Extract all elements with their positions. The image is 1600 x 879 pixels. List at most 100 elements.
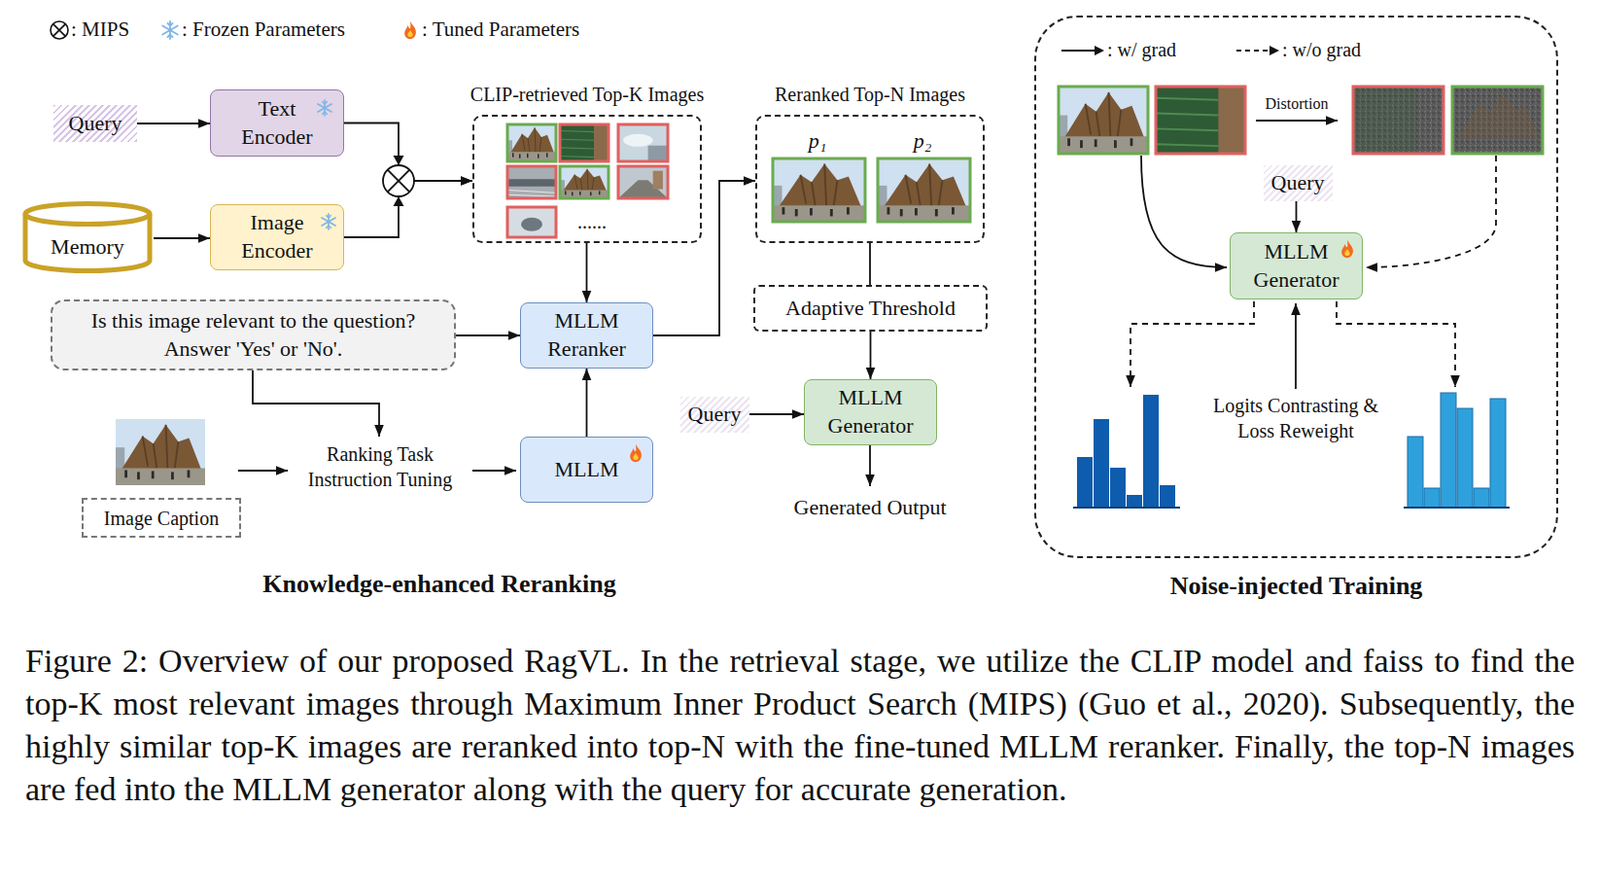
node-label: Image Encoder [228, 208, 326, 265]
thumbnail-border [559, 124, 609, 162]
thumbnail [1353, 86, 1444, 154]
logits-bars-left [1073, 394, 1181, 508]
legend-entry: : Tuned Parameters [399, 17, 580, 42]
model-box: MLLM Generator [1229, 232, 1363, 300]
bar [1490, 398, 1506, 508]
section-title: Knowledge-enhanced Reranking [176, 567, 702, 601]
input-box: Query [1263, 165, 1333, 202]
bar [1143, 394, 1159, 508]
arrowhead [393, 196, 405, 207]
node-label: MLLM Generator [817, 383, 925, 440]
legend-sample [159, 19, 181, 41]
input-box: Query [53, 104, 138, 142]
group-heading: CLIP-retrieved Top-K Images [433, 81, 741, 107]
bar [1473, 487, 1490, 508]
node-label: MLLM Generator [1243, 238, 1351, 294]
mips-circle [382, 165, 415, 197]
connector [586, 243, 589, 303]
legend-entry: : w/ grad [1059, 38, 1177, 62]
thumbnail [877, 158, 971, 222]
note-box: Image Caption [81, 497, 242, 538]
legend-text: : w/o grad [1282, 38, 1361, 62]
arrowhead [1094, 45, 1105, 56]
thumbnail [618, 166, 668, 199]
node-label: MLLM [555, 455, 620, 485]
bar [1110, 467, 1126, 508]
thumbnail-border [1452, 86, 1543, 154]
topk-thumbnails [507, 124, 668, 238]
sample-line [1061, 49, 1097, 52]
legend-entry: : Frozen Parameters [159, 17, 346, 42]
flame [404, 20, 417, 38]
thumbnail [1452, 86, 1543, 154]
grad-arrow [1141, 155, 1227, 268]
bar [1407, 436, 1424, 508]
image-group: CLIP-retrieved Top-K Images...... [472, 114, 702, 244]
thumbnail-border [1353, 86, 1444, 154]
thumbnail [507, 124, 557, 162]
bar [1457, 408, 1473, 508]
node-label: Query [69, 109, 123, 139]
node-label: Text Encoder [228, 95, 326, 151]
sample-line [1236, 49, 1272, 52]
connector [137, 122, 210, 125]
legend-sample [1234, 43, 1282, 58]
thumbnail-border [559, 166, 609, 199]
thumbnail-border [618, 124, 668, 162]
model-box: MLLM Reranker [520, 302, 654, 369]
axis [1073, 506, 1181, 509]
node-label: Noise-injected Training [1036, 569, 1557, 603]
thumbnail-border [877, 158, 971, 222]
legend-text: : Tuned Parameters [421, 17, 580, 42]
bar [1093, 418, 1110, 508]
no-grad-arrow [1336, 301, 1456, 387]
annotation: Distortion [1248, 94, 1346, 115]
thumbnail [507, 207, 557, 238]
axis [1403, 506, 1510, 509]
thumbnail [559, 166, 609, 199]
bar [1159, 485, 1176, 508]
snowflake [317, 100, 332, 116]
snowflake [321, 213, 336, 230]
node-label: Query [688, 400, 742, 429]
memory-cylinder: Memory [21, 200, 154, 277]
mips-cross [53, 23, 67, 36]
figure-caption: Figure 2: Overview of our proposed RagVL… [25, 639, 1575, 811]
node-label: Image Caption [104, 505, 219, 531]
cylinder-top [25, 204, 150, 225]
arrowhead [393, 155, 405, 166]
process-box: Adaptive Threshold [753, 284, 988, 332]
node-label: Query [1271, 169, 1325, 198]
group-heading: Reranked Top-N Images [716, 81, 1024, 107]
arrow [1294, 303, 1297, 389]
arrow [1255, 119, 1338, 122]
legend-sample [1059, 43, 1107, 58]
node-label: ...... [567, 208, 617, 235]
thumbnail [1155, 86, 1246, 154]
connector [455, 334, 521, 337]
node-label: Adaptive Threshold [785, 294, 956, 323]
connector [586, 368, 589, 437]
flame [629, 444, 642, 462]
mips-circle [50, 21, 69, 39]
topn-thumbnails [772, 158, 971, 222]
no-grad-arrow [1130, 301, 1254, 387]
logits-bars-right [1403, 392, 1510, 508]
tuned-icon [1337, 239, 1357, 259]
input-box: Query [680, 396, 750, 433]
thumbnail-border [1155, 86, 1246, 154]
snowflake [162, 21, 178, 39]
flame [1341, 240, 1354, 258]
model-box: MLLM [520, 436, 654, 503]
legend-text: : MIPS [70, 17, 130, 42]
mips-cross [387, 170, 411, 193]
arrow [472, 469, 517, 472]
bar [1126, 494, 1143, 508]
thumbnail-border [1058, 86, 1148, 154]
node-label: MLLM Reranker [533, 307, 641, 363]
legend-text: : w/ grad [1107, 38, 1177, 62]
bar [1440, 392, 1457, 508]
model-box: MLLM Generator [803, 379, 938, 446]
connector [869, 243, 871, 285]
